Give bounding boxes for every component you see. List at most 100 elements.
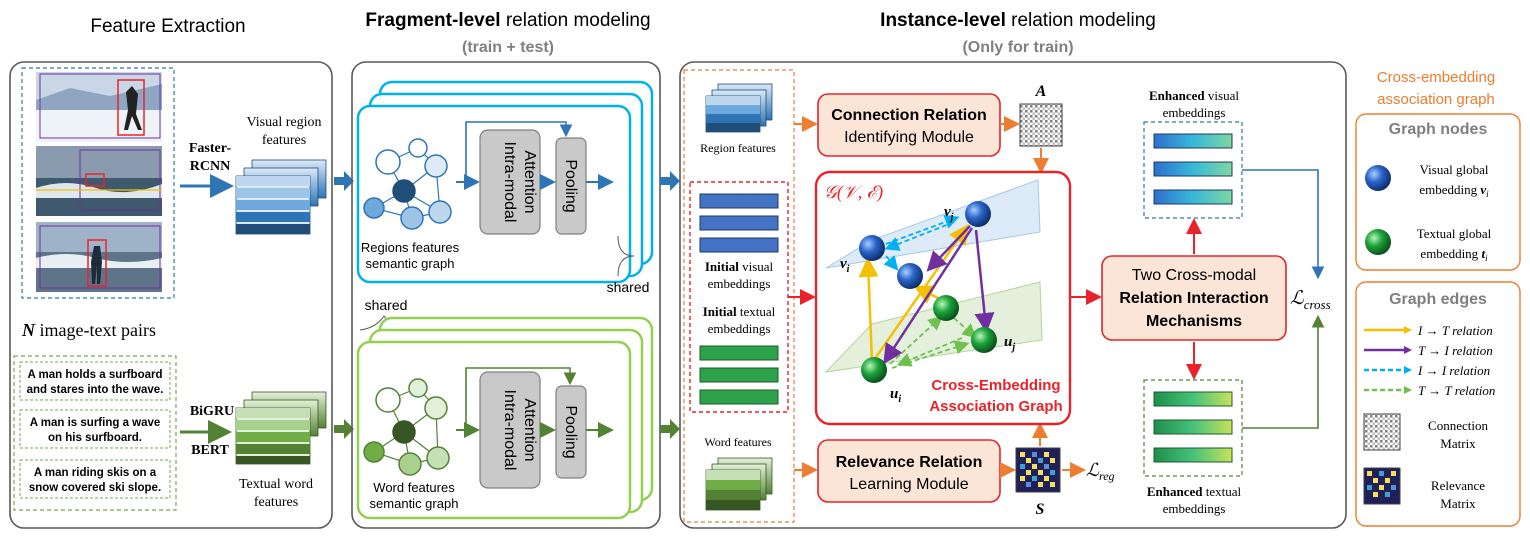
caption-1-line-1: A man holds a surfboard (27, 369, 162, 381)
section-title-instance: Instance-level relation modeling (880, 10, 1156, 31)
visual-attention-label-2: Attention (521, 150, 538, 213)
node-vi (859, 235, 885, 261)
enhanced-textual-label-2: embeddings (1163, 501, 1226, 516)
node-v-mid (897, 263, 923, 289)
text-attention-label-2: Attention (521, 398, 538, 461)
legend-visual-node-embedding: embedding (1419, 182, 1480, 197)
legend-visual-sym: v (1480, 182, 1486, 197)
caption-2: A man is surfing a wave on his surfboard… (19, 409, 171, 449)
fragment-to-instance-arrow-visual (660, 171, 680, 191)
legend-connection-matrix-label-1: Connection (1428, 418, 1488, 433)
legend-title-1: Cross-embedding (1377, 69, 1495, 86)
connection-module-subtitle: Identifying Module (844, 129, 974, 146)
word-features-label: Word features (704, 435, 772, 449)
faster-rcnn-label-1: Faster- (189, 141, 232, 156)
caption-3-line-2: snow covered ski slope. (29, 482, 161, 494)
node-uj (971, 327, 997, 353)
loss-cross-sub: cross (1304, 297, 1331, 312)
section-title-fragment: Fragment-level relation modeling (365, 10, 650, 31)
graph-edges (858, 215, 995, 369)
enhanced-textual-bold: Enhanced (1147, 484, 1203, 499)
image-1 (36, 72, 162, 142)
node-ui-sub: i (898, 394, 901, 405)
words-semantic-graph (363, 378, 450, 476)
legend-nodes-header: Graph nodes (1389, 121, 1488, 138)
node-vj (965, 201, 991, 227)
loss-reg-sub: reg (1099, 469, 1115, 483)
fragment-subtitle: (train + test) (462, 39, 554, 56)
legend-edge-label: T → I relation (1418, 343, 1493, 358)
mechanism-label-1: Two Cross-modal (1132, 267, 1256, 284)
graph-symbol: 𝒢(𝒱, ℰ) (824, 182, 883, 203)
fragment-panel (351, 61, 661, 529)
legend-edge-arrowhead (1404, 386, 1412, 394)
visual-region-features-stack (235, 159, 327, 235)
bert-label: BERT (191, 443, 229, 458)
caption-set-box (13, 355, 177, 511)
legend-relevance-matrix-label-2: Matrix (1440, 496, 1476, 511)
text-pooling-block (555, 385, 587, 479)
initial-visual-bold: Initial (705, 259, 739, 274)
visual-to-fragment-arrow (334, 171, 354, 191)
legend-textual-sym: t (1481, 246, 1485, 261)
initial-visual-rest: visual (739, 259, 774, 274)
word-features-stack (705, 457, 773, 511)
faster-rcnn-label-2: RCNN (190, 159, 230, 174)
initial-visual-embedding-bars (699, 193, 779, 253)
node-vi-sub: i (847, 264, 850, 275)
node-vj-sub: j (949, 212, 954, 223)
node-vj-sym: v (944, 204, 951, 220)
legend-edges-header: Graph edges (1389, 291, 1487, 308)
node-u-mid (933, 295, 959, 321)
enhanced-visual-label-2: embeddings (1163, 105, 1226, 120)
legend-edge-label: I → T relation (1417, 323, 1493, 338)
mechanism-label-3: Mechanisms (1146, 313, 1242, 330)
loss-cross-symbol: ℒ (1290, 288, 1305, 309)
pairs-label: N image-text pairs (21, 320, 156, 340)
legend-textual-node-label-1: Textual global (1417, 226, 1492, 241)
connection-module-title: Connection Relation (831, 107, 987, 124)
visual-attention-label-1: Intra-modal (501, 142, 518, 223)
relevance-module-subtitle: Learning Module (849, 476, 968, 493)
enhanced-textual-bars (1153, 391, 1233, 463)
node-ui (861, 357, 887, 383)
node-uj-label: uj (1004, 334, 1015, 353)
legend-connection-matrix-label-2: Matrix (1440, 436, 1476, 451)
relevance-matrix-s (1015, 447, 1061, 493)
initial-textual-rest: textual (737, 304, 776, 319)
text-pooling-label: Pooling (562, 405, 579, 458)
caption-1: A man holds a surfboard and stares into … (19, 361, 171, 401)
visual-skip-connection (465, 121, 573, 182)
visual-shared-brace (617, 235, 635, 277)
enhanced-visual-box (1143, 121, 1243, 219)
legend-edge-label: T → T relation (1418, 383, 1495, 398)
loss-cross: ℒcross (1290, 288, 1331, 312)
legend-relevance-matrix-label-1: Relevance (1431, 478, 1485, 493)
mechanism-label-2: Relation Interaction (1119, 290, 1268, 307)
legend-visual-node-label-2: embedding vi (1419, 182, 1489, 199)
legend-edge-arrowhead (1404, 366, 1412, 374)
visual-shared-label: shared (607, 279, 650, 295)
enhanced-textual-box (1143, 379, 1243, 477)
relevance-module-title: Relevance Relation (836, 454, 983, 471)
graph-caption-2: Association Graph (929, 398, 1062, 415)
caption-1-line-2: and stares into the wave. (27, 384, 164, 396)
legend-relevance-matrix-icon (1363, 467, 1401, 505)
text-shared-label: shared (365, 297, 408, 313)
connection-matrix-a (1019, 103, 1063, 147)
text-attention-label-1: Intra-modal (501, 390, 518, 471)
enhanced-visual-label-1: Enhanced visual (1149, 88, 1239, 103)
legend-textual-node-icon (1365, 229, 1391, 255)
initial-visual-label-2: embeddings (708, 276, 771, 291)
regions-graph-label-1: Regions features (361, 240, 460, 255)
initial-textual-bold: Initial (703, 304, 737, 319)
node-vi-label: vi (840, 256, 850, 275)
node-vj-label: vj (944, 204, 954, 223)
enhanced-visual-bars (1153, 133, 1233, 205)
image-set-box (21, 67, 175, 299)
legend-visual-node-icon (1365, 165, 1391, 191)
legend-textual-sub: i (1485, 253, 1488, 263)
enhanced-visual-rest: visual (1205, 88, 1240, 103)
node-uj-sym: u (1004, 334, 1012, 350)
